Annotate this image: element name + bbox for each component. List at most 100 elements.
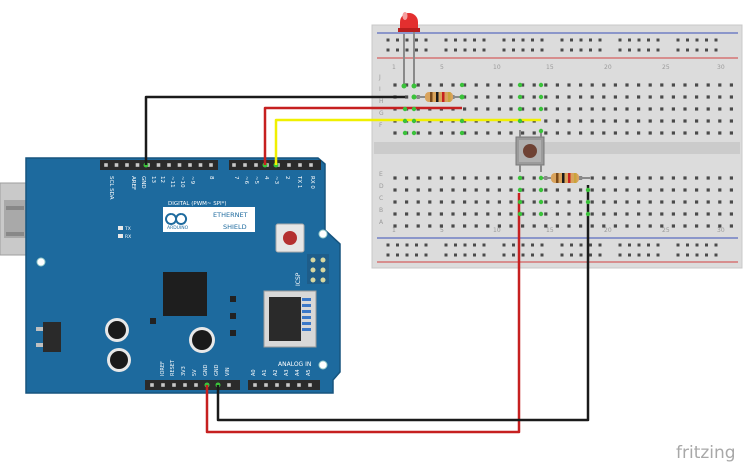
header-pin — [172, 383, 176, 387]
top-pin-labels: SCL SDA AREF GND 13 12 ~11 ~10 ~9 8 7 ~6… — [108, 175, 315, 200]
rail-hole — [405, 48, 409, 52]
column-number: 5 — [440, 227, 444, 234]
breadboard-hole — [590, 83, 594, 87]
breadboard-hole — [671, 95, 675, 99]
breadboard-hole — [439, 131, 443, 135]
rail-hole — [705, 48, 708, 52]
rail-hole — [618, 253, 622, 257]
breadboard-hole — [474, 212, 478, 216]
pin-label: ~10 — [179, 176, 185, 188]
breadboard-hole — [729, 83, 733, 87]
header-pin — [167, 163, 171, 167]
pin-label: TX 1 — [296, 175, 302, 188]
breadboard-hole — [602, 212, 606, 216]
resistor-bottom — [541, 173, 590, 183]
pin-label: VIN — [225, 367, 231, 376]
breadboard-hole — [521, 200, 525, 204]
rail-hole — [502, 243, 506, 247]
column-number: 20 — [604, 64, 612, 71]
breadboard-hole — [567, 95, 571, 99]
header-pin — [309, 163, 313, 167]
breadboard-hole — [463, 131, 467, 135]
push-button[interactable] — [515, 130, 545, 172]
rail-hole — [502, 48, 506, 52]
rail-hole — [482, 243, 486, 247]
breadboard-hole — [695, 83, 699, 87]
breadboard-hole — [729, 176, 733, 180]
wire-black-gnd-top[interactable] — [144, 95, 405, 165]
rail-hole — [695, 253, 699, 257]
breadboard-hole — [706, 119, 710, 123]
rail-hole — [676, 253, 680, 257]
breadboard-hole — [706, 131, 710, 135]
header-pin — [135, 163, 140, 167]
breadboard-hole — [544, 83, 548, 87]
breadboard-hole — [602, 176, 606, 180]
rail-hole — [686, 38, 689, 42]
wire-yellow-pin3[interactable] — [274, 118, 541, 165]
rail-hole — [424, 243, 428, 247]
rail-hole — [598, 253, 602, 257]
breadboard-hole — [567, 83, 571, 87]
reset-button[interactable] — [275, 223, 305, 253]
rail-hole — [531, 38, 534, 42]
breadboard-hole — [405, 188, 409, 192]
rail-hole — [502, 38, 506, 42]
breadboard-hole — [439, 212, 443, 216]
breadboard-hole — [544, 212, 548, 216]
rail-hole — [676, 48, 680, 52]
mounting-hole — [318, 229, 328, 239]
breadboard-hole — [590, 188, 594, 192]
sd-card-slot — [263, 290, 317, 348]
breadboard-hole — [428, 83, 432, 87]
breadboard-hole — [474, 224, 478, 228]
shield-label-1: ETHERNET — [213, 211, 248, 219]
rail-hole — [628, 38, 631, 42]
rail-hole — [570, 243, 573, 247]
breadboard-hole — [567, 212, 571, 216]
breadboard-hole — [729, 131, 733, 135]
arduino-logo: ARDUINO ETHERNET SHIELD — [163, 207, 255, 232]
pin-label: ~6 — [243, 176, 249, 185]
wire-black-gnd-bottom[interactable] — [216, 185, 590, 422]
breadboard-hole — [555, 119, 559, 123]
rail-hole — [570, 253, 573, 257]
rail-hole — [560, 48, 564, 52]
breadboard-hole — [428, 188, 432, 192]
column-number: 5 — [440, 64, 444, 71]
header-pin — [104, 163, 108, 167]
breadboard-hole — [474, 83, 478, 87]
breadboard-hole — [393, 200, 397, 204]
breadboard-hole — [625, 212, 629, 216]
breadboard-hole — [393, 212, 397, 216]
rail-hole — [424, 48, 428, 52]
breadboard-hole — [671, 83, 675, 87]
rail-hole — [598, 243, 602, 247]
breadboard-hole — [671, 131, 675, 135]
breadboard-hole — [509, 224, 513, 228]
breadboard-hole — [497, 107, 501, 111]
resistor-top — [414, 92, 463, 102]
breadboard-hole — [405, 95, 409, 99]
breadboard-hole — [497, 83, 501, 87]
wire-red-5v[interactable] — [205, 193, 521, 434]
breadboard-hole — [451, 212, 455, 216]
mounting-hole — [318, 360, 328, 370]
breadboard-hole — [555, 83, 559, 87]
breadboard-hole — [579, 200, 583, 204]
breadboard-hole — [648, 107, 652, 111]
breadboard-hole — [706, 200, 710, 204]
pin-label: A3 — [284, 369, 290, 376]
breadboard-hole — [648, 188, 652, 192]
breadboard-hole — [729, 95, 733, 99]
wire-red-pin2[interactable] — [263, 106, 462, 165]
breadboard-hole — [718, 83, 722, 87]
column-number: 20 — [604, 227, 612, 234]
breadboard-hole — [509, 188, 513, 192]
breadboard-hole — [567, 119, 571, 123]
arduino-ethernet-shield: SCL SDA AREF GND 13 12 ~11 ~10 ~9 8 7 ~6… — [0, 157, 341, 394]
rail-hole — [454, 243, 457, 247]
breadboard-hole — [637, 212, 641, 216]
breadboard-hole — [625, 176, 629, 180]
breadboard-hole — [521, 95, 525, 99]
